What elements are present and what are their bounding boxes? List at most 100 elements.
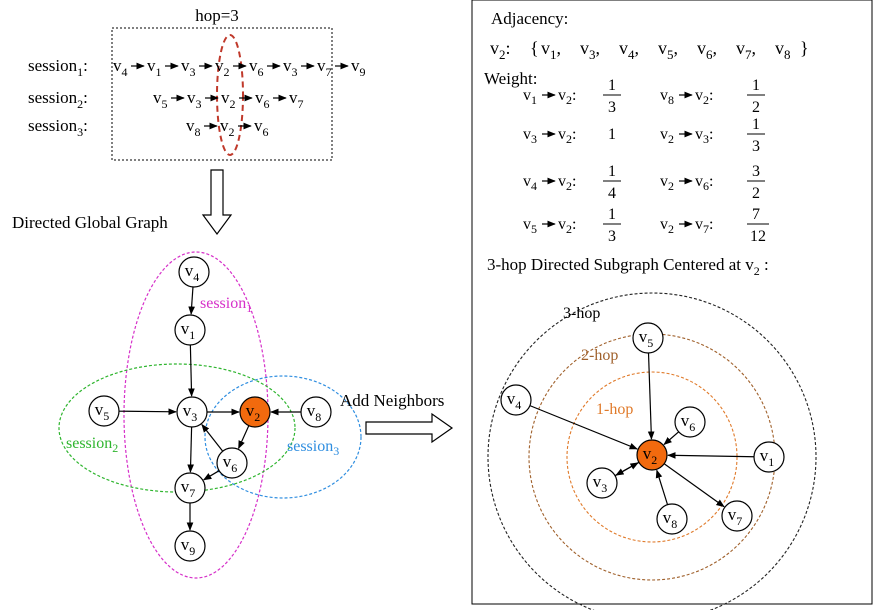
sequence-node: v3 (181, 56, 196, 79)
weight-from: v5 (523, 216, 537, 236)
weight-from: v4 (523, 173, 537, 193)
g-session-3-label: session3 (287, 438, 339, 458)
node-circle (174, 530, 206, 562)
weight-numerator: 1 (608, 206, 616, 223)
node-v9: v9 (174, 530, 206, 562)
sequence-node: v2 (215, 56, 230, 79)
ring-2-label: 2-hop (581, 347, 618, 364)
subgraph-title: 3-hop Directed Subgraph Centered at v2 : (487, 255, 769, 278)
weight-from: v2 (660, 216, 674, 236)
edge-v2-v7 (663, 463, 725, 508)
adjacency-item: v1, (541, 38, 561, 62)
node-v1: v1 (174, 314, 206, 346)
global-session-labels: session1 session2 session3 (66, 295, 339, 458)
node-label: v7 (728, 505, 743, 528)
weight-title: Weight: (484, 69, 537, 88)
sequence-node: v3 (283, 56, 298, 79)
node-circle (586, 467, 618, 499)
node-label: v2 (643, 444, 658, 467)
node-circle (174, 472, 206, 504)
subgraph-title-text: 3-hop Directed Subgraph Centered at v2 : (487, 255, 769, 278)
sequence-node: v4 (113, 56, 128, 79)
node-v3: v3 (586, 467, 618, 499)
node-v6: v6 (216, 447, 248, 479)
session-row-label: session2: (28, 88, 88, 111)
node-label: v5 (639, 327, 654, 350)
weight-to: v7: (695, 216, 713, 236)
weight-denominator: 2 (752, 99, 760, 116)
node-v4: v4 (178, 256, 210, 288)
g-session-2-label: session2 (66, 435, 118, 455)
node-label: v7 (181, 477, 196, 500)
node-circle (178, 256, 210, 288)
weight-item: v2 v7: 7 12 (660, 206, 769, 245)
down-hollow-arrow-icon (201, 169, 233, 236)
adjacency-center: v2: (490, 38, 511, 62)
node-circle (632, 322, 664, 354)
node-label: v6 (223, 452, 238, 475)
node-v7: v7 (174, 472, 206, 504)
session-row-label: session3: (28, 116, 88, 139)
edge-v1-v2 (667, 452, 755, 459)
edge-v6-v3 (201, 423, 224, 452)
node-circle (239, 396, 271, 428)
sequence-node: v1 (147, 56, 162, 79)
node-label: v3 (183, 401, 198, 424)
node-circle (174, 314, 206, 346)
node-label: v2 (246, 401, 261, 424)
weight-to: v2: (695, 87, 713, 107)
session-3-ellipse (204, 375, 362, 499)
adjacency-item: v3, (580, 38, 600, 62)
node-v2: v2 (239, 396, 271, 428)
sequence-node: v8 (186, 116, 201, 139)
ring-3-circle (487, 292, 817, 610)
node-circle (656, 503, 688, 535)
node-label: v9 (181, 535, 196, 558)
weight-value: 1 (608, 126, 616, 143)
sequence-node: v9 (351, 56, 366, 79)
node-v5: v5 (632, 322, 664, 354)
weight-numerator: 1 (752, 116, 760, 133)
session-row-label: session1: (28, 56, 88, 79)
hop-highlight-ellipse (216, 34, 244, 156)
sequence-node: v5 (153, 88, 168, 111)
edge-v4-v2 (529, 405, 638, 450)
node-circle (88, 395, 120, 427)
edge-v5-v2 (647, 352, 655, 440)
weight-from: v2 (660, 173, 674, 193)
edge-v5-v3 (118, 408, 177, 416)
adjacency-close-brace: } (800, 38, 809, 58)
weight-to: v2: (558, 87, 576, 107)
edge-v2-v6 (238, 425, 250, 450)
node-v2: v2 (636, 439, 668, 471)
node-label: v1 (760, 446, 775, 469)
weight-numerator: 3 (752, 163, 760, 180)
weight-denominator: 4 (608, 185, 616, 202)
node-circle (636, 439, 668, 471)
session-box (111, 27, 333, 161)
node-v4: v4 (500, 384, 532, 416)
g-session-1-label: session1 (200, 295, 252, 315)
weight-denominator: 12 (750, 228, 766, 245)
edge-v4-v1 (188, 286, 195, 315)
node-circle (721, 500, 753, 532)
node-label: v4 (507, 389, 522, 412)
weight-from: v3 (523, 126, 537, 146)
node-v5: v5 (88, 395, 120, 427)
node-circle (176, 396, 208, 428)
node-circle (300, 396, 332, 428)
sequence-node: v2 (221, 88, 236, 111)
weight-numerator: 7 (752, 206, 760, 223)
